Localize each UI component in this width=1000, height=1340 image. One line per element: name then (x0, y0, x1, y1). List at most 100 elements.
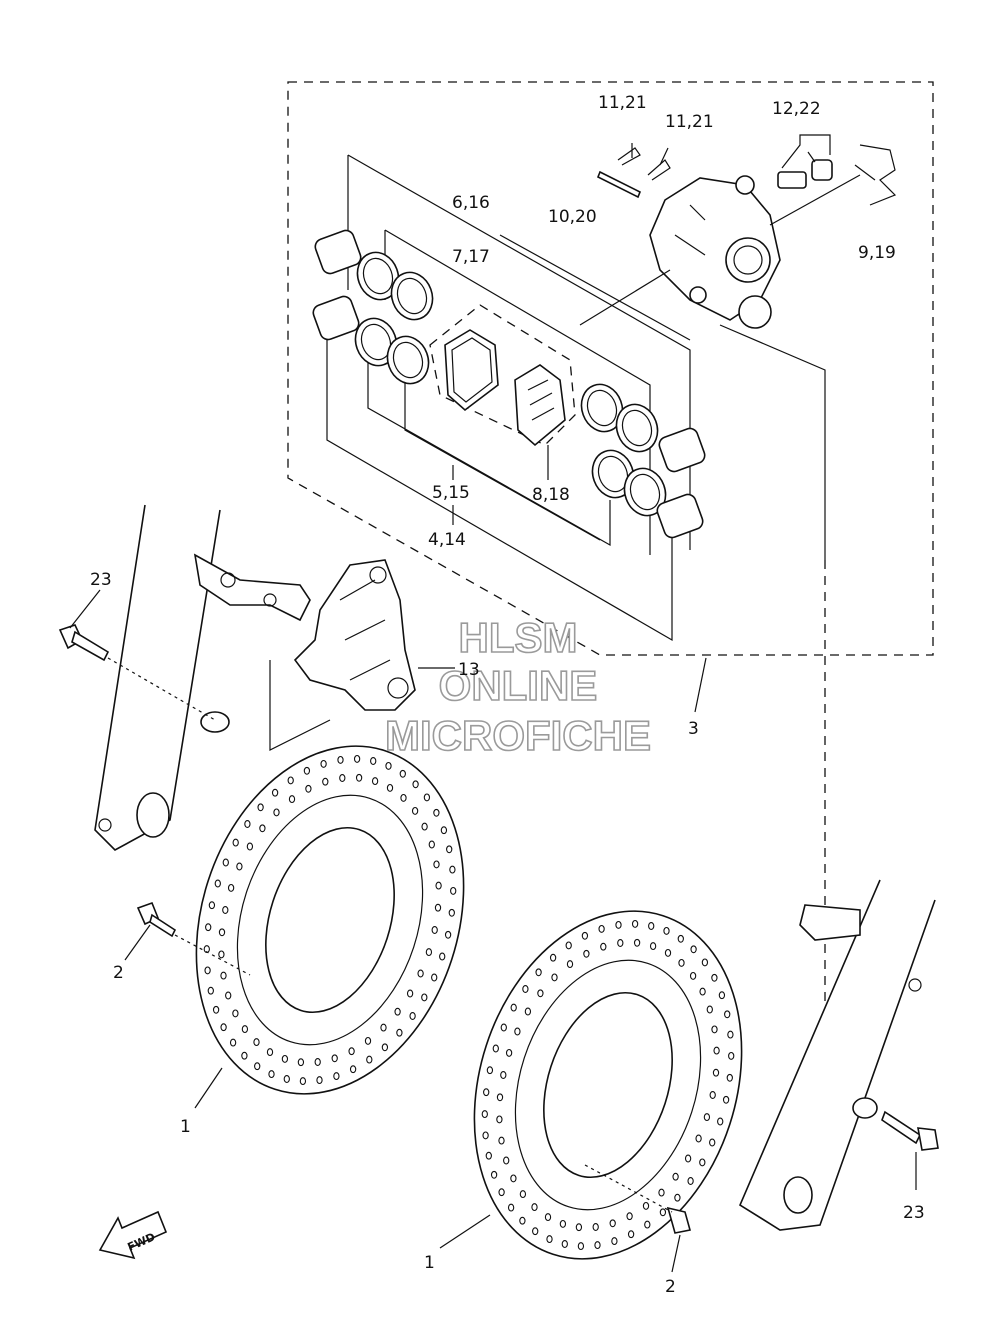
disc-hole (703, 1113, 711, 1122)
leader-2-right (671, 1234, 681, 1273)
disc-hole (722, 1095, 730, 1104)
disc-hole (498, 1136, 505, 1145)
disc-hole (423, 793, 431, 802)
disc-hole (271, 788, 279, 797)
disc-hole (433, 860, 440, 869)
disc-hole (500, 1023, 507, 1032)
disc-hole (218, 950, 225, 959)
disc-hole (320, 759, 327, 768)
disc-hole (394, 1007, 401, 1016)
disc-hole (689, 971, 697, 980)
screw-2-right (584, 1164, 692, 1234)
label-2-right: 2 (665, 1277, 676, 1297)
label-1-left: 1 (180, 1117, 191, 1137)
leader-caliper (579, 269, 826, 560)
kit-bracket-4-14 (326, 330, 673, 642)
disc-hole (222, 858, 229, 867)
disc-hole (253, 1038, 260, 1047)
caliper-body-exploded (649, 175, 781, 329)
disc-hole (446, 845, 453, 854)
disc-hole (699, 987, 706, 996)
disc-hole (385, 761, 392, 770)
brake-pads (444, 329, 566, 447)
label-3: 3 (688, 719, 699, 739)
leader-2-left (124, 924, 151, 961)
disc-hole (281, 1054, 289, 1063)
disc-hole (333, 1072, 340, 1081)
disc-hole (380, 1023, 387, 1032)
disc-hole (214, 879, 221, 888)
label-4-14: 4,14 (428, 530, 466, 550)
disc-hole (592, 1223, 599, 1231)
disc-hole (355, 773, 363, 782)
disc-hole (510, 1174, 517, 1183)
disc-hole (331, 1054, 338, 1063)
disc-hole (531, 1203, 538, 1212)
disc-hole (314, 1058, 321, 1066)
disc-hole (644, 1220, 651, 1229)
disc-hole (450, 886, 457, 895)
pad-dashed-box (429, 304, 576, 446)
disc-hole (631, 919, 639, 928)
disc-hole (690, 945, 697, 954)
disc-hole (718, 991, 726, 1000)
disc-hole (283, 1075, 290, 1083)
disc-hole (724, 1010, 731, 1019)
label-2-left: 2 (113, 963, 124, 983)
disc-hole (220, 971, 227, 980)
fork-leg-left (94, 504, 311, 851)
piston-group-left (312, 229, 434, 385)
watermark-line-3: MICROFICHE (385, 712, 651, 759)
disc-hole (565, 941, 572, 950)
disc-hole (434, 903, 442, 912)
disc-hole (524, 1007, 532, 1016)
label-11-21-a: 11,21 (598, 93, 647, 113)
disc-hole (212, 1005, 220, 1014)
disc-hole (500, 1071, 507, 1079)
disc-hole (561, 1240, 568, 1248)
disc-hole (663, 926, 670, 935)
disc-hole (254, 1062, 261, 1071)
disc-hole (711, 1025, 718, 1034)
disc-hole (425, 948, 433, 957)
disc-hole (486, 1066, 494, 1075)
disc-hole (371, 777, 379, 786)
disc-hole (481, 1110, 488, 1119)
disc-hole (218, 928, 226, 937)
bolt-23-left (58, 624, 216, 721)
disc-hole (266, 1048, 274, 1057)
caliper-mounted-13 (293, 559, 416, 711)
disc-hole (244, 820, 251, 828)
small-parts (596, 134, 897, 226)
disc-hole (519, 1216, 526, 1225)
disc-hole (483, 1088, 490, 1097)
disc-hole (411, 806, 419, 815)
disc-hole (726, 1073, 733, 1082)
disc-hole (448, 908, 455, 917)
fwd-arrow-icon: FWD (98, 1210, 168, 1260)
label-9-19: 9,19 (858, 243, 896, 263)
disc-hole (519, 1190, 527, 1199)
disc-hole (581, 931, 589, 940)
disc-hole (396, 1028, 403, 1037)
disc-hole (535, 968, 542, 977)
disc-hole (322, 777, 329, 786)
disc-hole (337, 755, 344, 764)
disc-hole (615, 920, 622, 929)
disc-hole (626, 1212, 633, 1221)
disc-hole (353, 754, 361, 763)
watermark-line-2: ONLINE (439, 662, 598, 709)
disc-hole (399, 769, 406, 778)
disc-hole (717, 1117, 724, 1126)
disc-hole (575, 1223, 583, 1232)
disc-hole (220, 1023, 227, 1032)
disc-hole (449, 865, 456, 874)
disc-hole (507, 1203, 515, 1212)
disc-hole (421, 822, 428, 831)
disc-hole (709, 1091, 716, 1099)
disc-hole (257, 803, 264, 812)
leader-1-left (194, 1067, 223, 1109)
disc-hole (674, 1193, 681, 1202)
disc-hole (672, 1172, 679, 1181)
disc-hole (684, 1154, 692, 1163)
